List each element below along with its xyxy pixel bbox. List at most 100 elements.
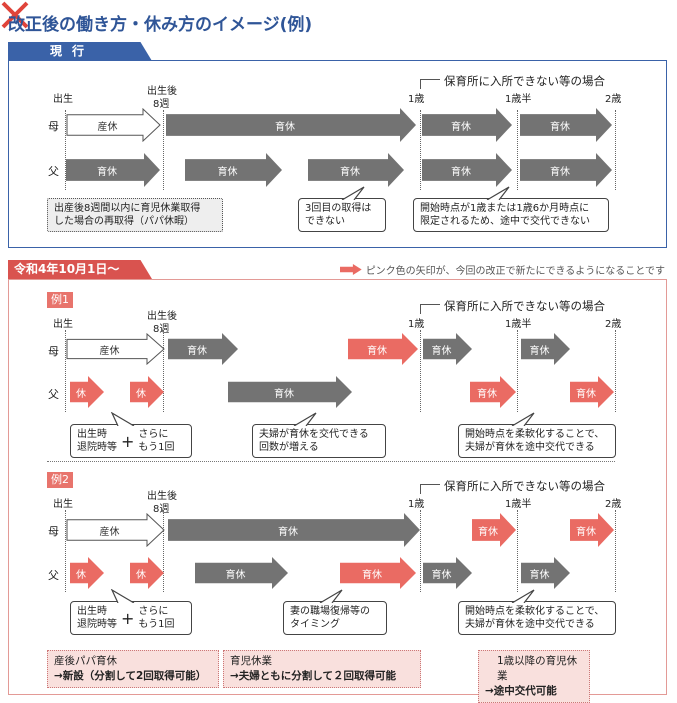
- arrow-label: 育休: [477, 388, 497, 400]
- label-after-birth: 出生後: [147, 311, 177, 322]
- callout-line: 夫婦が育休を交代できる: [259, 429, 369, 440]
- label-age-1: 1歳: [408, 94, 425, 105]
- callout-line: もう1回: [138, 619, 175, 630]
- timeline-marker: [420, 110, 421, 190]
- row-label-father: 父: [48, 388, 59, 401]
- callout-line: さらに: [138, 429, 169, 440]
- callout-tail: [341, 186, 365, 200]
- summary-title: 育児休業: [230, 655, 272, 667]
- timeline-marker: [163, 330, 164, 412]
- label-8-weeks: 8週: [153, 504, 170, 515]
- callout-line: 出生時: [77, 429, 107, 440]
- maternity-leave-arrow: 産休: [66, 513, 165, 547]
- summary-detail: →途中交代可能: [485, 685, 557, 697]
- birth-callout: 出生時退院時等+さらにもう1回: [70, 601, 192, 635]
- timeline-marker: [65, 330, 66, 412]
- timeline-marker: [65, 110, 66, 190]
- timeline-marker: [615, 330, 616, 412]
- arrow-label: 育休: [576, 526, 596, 538]
- callout-tail: [486, 186, 510, 200]
- callout-line: 3回目の取得は: [305, 203, 372, 214]
- arrow-label: 産休: [97, 121, 118, 133]
- not-allowed-x-icon: [0, 0, 30, 30]
- arrow-label: 育休: [478, 526, 498, 538]
- outline-arrow-icon: [66, 333, 165, 365]
- nursery-case-note: 保育所に入所できない等の場合: [420, 478, 605, 494]
- timeline-marker: [615, 510, 616, 592]
- arrow-label: 産休: [99, 526, 120, 538]
- arrow-label: 育休: [274, 388, 294, 400]
- label-age-1: 1歳: [408, 499, 425, 510]
- third-time-callout: 3回目の取得はできない: [298, 198, 386, 232]
- callout-tail: [110, 412, 135, 426]
- row-label-mother: 母: [48, 345, 59, 358]
- timeline-marker: [420, 510, 421, 592]
- current-tab: 現行: [8, 42, 152, 61]
- legend-text: ピンク色の矢印が、今回の改正で新たにできるようになることです: [365, 266, 665, 277]
- callout-tail: [511, 589, 535, 603]
- row-label-father: 父: [48, 165, 59, 178]
- label-age-2: 2歳: [605, 319, 622, 330]
- timeline-marker: [420, 330, 421, 412]
- example1-label: 例1: [47, 292, 73, 308]
- arrow-label: 育休: [275, 121, 295, 133]
- arrow-label: 休: [136, 388, 146, 400]
- callout-line: 退院時等: [77, 619, 117, 630]
- plus-sign: +: [121, 431, 135, 451]
- return-timing-callout: 妻の職場復帰等のタイミング: [283, 601, 387, 635]
- callout-tail: [319, 589, 343, 603]
- note-line: 出産後8週間以内に育児休業取得: [54, 203, 201, 214]
- nursery-case-text: 保育所に入所できない等の場合: [444, 299, 605, 313]
- summary-detail: →新設（分割して2回取得可能）: [54, 670, 207, 682]
- outline-arrow-icon: [66, 513, 165, 547]
- callout-line: タイミング: [290, 619, 340, 630]
- example2-label: 例2: [47, 472, 73, 488]
- note-line: した場合の再取得（パパ休暇）: [54, 216, 194, 227]
- arrow-label: 育休: [217, 166, 238, 178]
- arrow-label: 休: [136, 569, 146, 581]
- summary-title: 1歳以降の育児休業: [497, 655, 578, 682]
- row-label-mother: 母: [48, 120, 59, 133]
- label-after-birth: 出生後: [147, 86, 177, 97]
- arrow-label: 育休: [340, 166, 360, 178]
- start-fixed-callout: 開始時点が1歳または1歳6か月時点に限定されるため、途中で交代できない: [413, 198, 609, 232]
- timeline-marker: [615, 110, 616, 190]
- arrow-label: 育休: [97, 166, 117, 178]
- arrow-label: 育休: [529, 345, 550, 357]
- label-birth: 出生: [53, 499, 73, 510]
- label-age-1-5: 1歳半: [505, 94, 532, 105]
- timeline-marker: [517, 330, 518, 412]
- callout-line: 回数が増える: [259, 442, 319, 453]
- pink-arrow-icon: [339, 264, 362, 275]
- summary-box: 1歳以降の育児休業 →途中交代可能: [478, 650, 590, 703]
- label-after-birth: 出生後: [147, 491, 177, 502]
- label-birth: 出生: [53, 319, 73, 330]
- summary-box: 育児休業 →夫婦ともに分割して２回取得可能: [223, 650, 421, 688]
- new-panel: [8, 279, 667, 695]
- maternity-leave-arrow: 産休: [66, 333, 165, 365]
- label-age-2: 2歳: [605, 94, 622, 105]
- legend: ピンク色の矢印が、今回の改正で新たにできるようになることです: [339, 262, 665, 277]
- label-age-1-5: 1歳半: [505, 499, 532, 510]
- arrow-label: 育休: [187, 345, 207, 357]
- timeline-marker: [65, 510, 66, 592]
- arrow-label: 育休: [529, 569, 550, 581]
- flex-start-callout: 開始時点を柔軟化することで、夫婦が育休を途中交代できる: [458, 601, 616, 635]
- callout-tail: [110, 589, 135, 603]
- label-age-1: 1歳: [408, 319, 425, 330]
- label-8-weeks: 8週: [153, 99, 170, 110]
- callout-line: 開始時点を柔軟化することで、: [465, 606, 605, 617]
- callout-line: もう1回: [138, 442, 175, 453]
- callout-tail: [293, 412, 317, 426]
- arrow-label: 育休: [225, 569, 246, 581]
- timeline-marker: [163, 110, 164, 190]
- nursery-case-text: 保育所に入所できない等の場合: [444, 479, 605, 493]
- plus-sign: +: [121, 608, 135, 628]
- row-label-mother: 母: [48, 525, 59, 538]
- summary-detail: →夫婦ともに分割して２回取得可能: [230, 670, 396, 682]
- hook-arrow-icon: [420, 79, 440, 89]
- callout-line: 夫婦が育休を途中交代できる: [465, 619, 595, 630]
- maternity-leave-arrow: 産休: [66, 108, 161, 142]
- current-panel: [8, 60, 667, 248]
- papa-leave-note: 出産後8週間以内に育児休業取得した場合の再取得（パパ休暇）: [47, 198, 223, 232]
